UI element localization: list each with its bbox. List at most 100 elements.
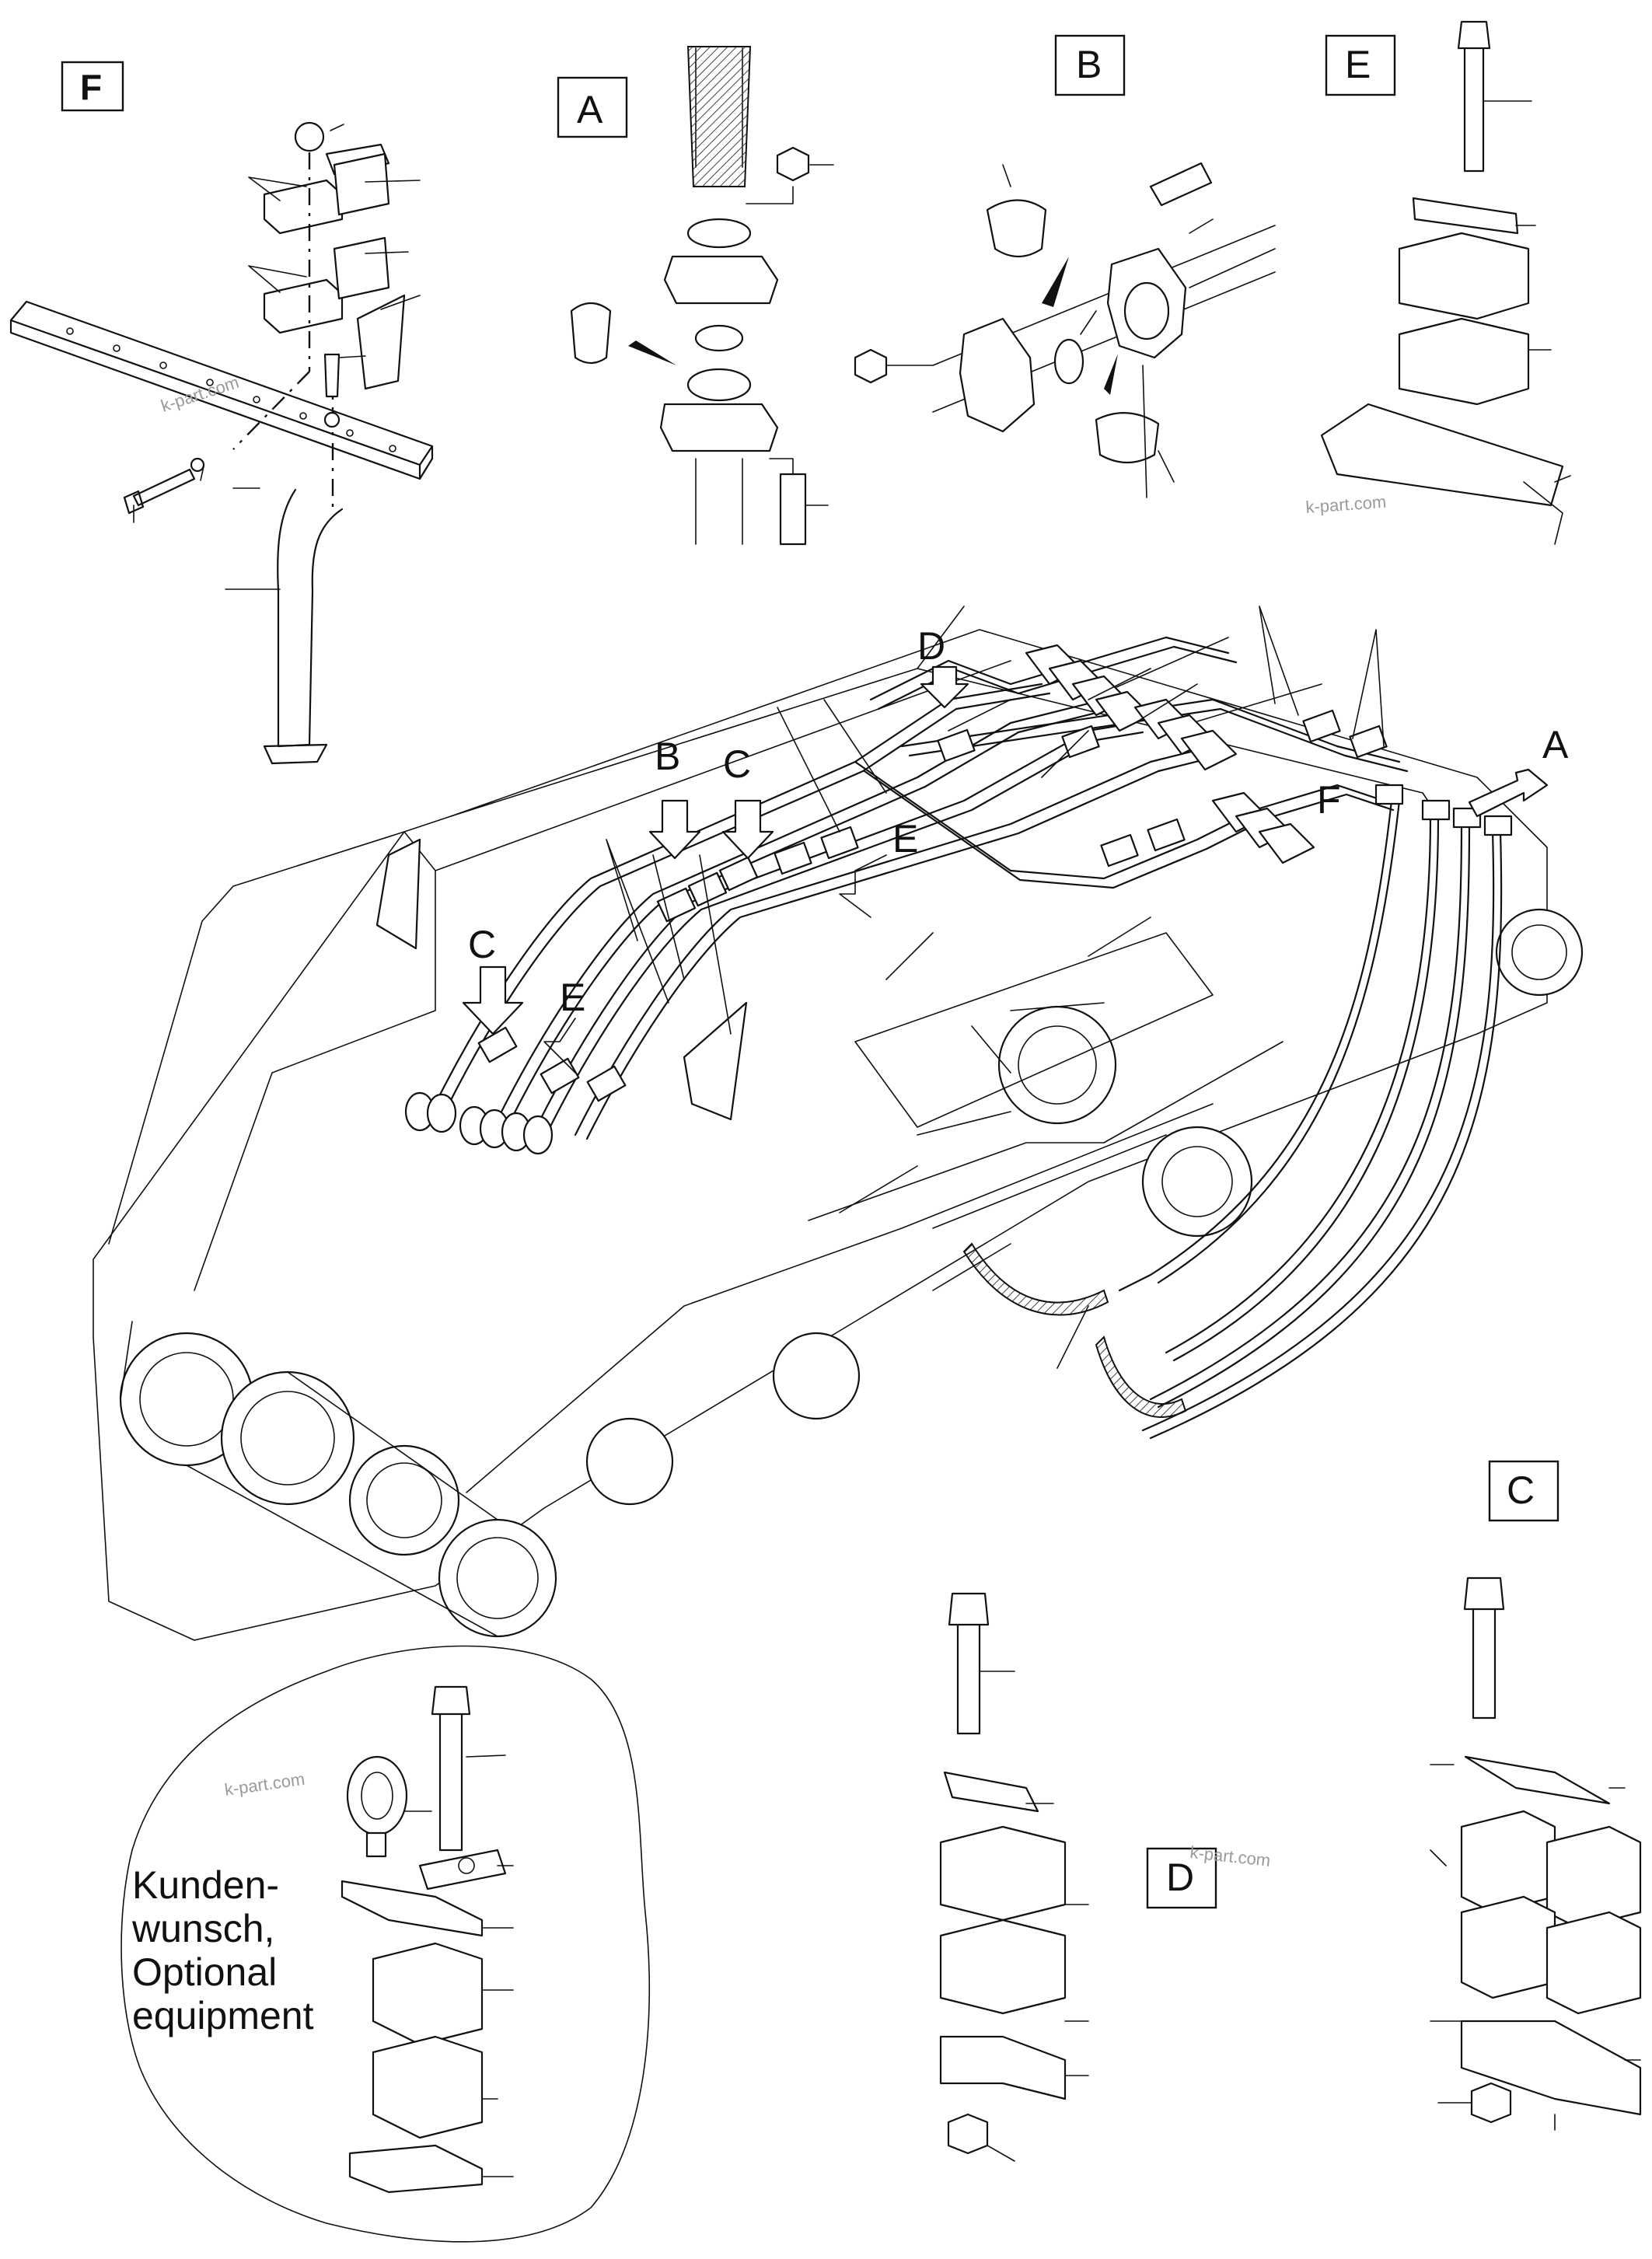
adapter-b-upper bbox=[986, 199, 1047, 257]
leaders-d bbox=[979, 1671, 1089, 2162]
bolt-c bbox=[1463, 1576, 1505, 1720]
leaders-a bbox=[746, 164, 834, 506]
hose-a bbox=[686, 46, 752, 187]
optional-note-line1: Kunden- bbox=[132, 1863, 279, 1907]
callout-d-label: D bbox=[917, 624, 945, 668]
callout-c-left-label: C bbox=[468, 923, 496, 966]
flange-a-lower bbox=[659, 403, 779, 452]
optional-cloud-outline bbox=[120, 1645, 651, 2243]
adapter-a bbox=[570, 302, 612, 365]
callout-f-label: F bbox=[1317, 778, 1341, 822]
detail-b-label-box bbox=[1054, 34, 1126, 96]
rail-holes bbox=[66, 327, 396, 452]
optional-equipment-detail: Kunden- wunsch, Optional equipment k-par… bbox=[120, 1645, 651, 2243]
o-ring-a bbox=[694, 324, 744, 352]
detail-f-label-box bbox=[61, 61, 124, 112]
bolt-d bbox=[948, 1592, 990, 1735]
nut-c bbox=[1470, 2082, 1512, 2124]
optional-base-plate bbox=[348, 2144, 484, 2194]
optional-washer bbox=[418, 1849, 507, 1891]
detail-e-label: E bbox=[1345, 43, 1371, 86]
adapter-b-lower bbox=[1095, 412, 1160, 463]
detail-e: E k-part.com bbox=[1305, 20, 1571, 545]
leaders-f bbox=[133, 124, 421, 590]
lug-center bbox=[683, 1001, 748, 1121]
support-leg bbox=[277, 488, 344, 748]
optional-bolt bbox=[431, 1685, 471, 1852]
clamp-d-upper bbox=[939, 1825, 1067, 1922]
leaders-b bbox=[885, 164, 1214, 498]
clamp-d-lower bbox=[939, 1919, 1067, 2015]
rail-e bbox=[1320, 403, 1564, 507]
leaders-c bbox=[1430, 1764, 1641, 2131]
flange-b-left bbox=[959, 317, 1036, 433]
o-ring-b bbox=[1053, 338, 1084, 385]
optional-clamp-lower bbox=[372, 2035, 484, 2139]
callout-b-label: B bbox=[655, 735, 680, 778]
clamp-c-lower-left bbox=[1460, 1895, 1556, 1999]
clamp-e-lower bbox=[1398, 317, 1530, 406]
detail-d: D k-part.com bbox=[939, 1592, 1271, 2162]
bracket-plate bbox=[356, 294, 406, 390]
optional-note-line2: wunsch, bbox=[131, 1907, 274, 1950]
clamp-half-lower bbox=[263, 278, 344, 334]
callout-e-left-label: E bbox=[560, 976, 585, 1019]
callout-e-mid-label: E bbox=[892, 817, 918, 861]
clamp-e-upper bbox=[1398, 232, 1530, 320]
clamp-c-lower-right bbox=[1545, 1911, 1642, 2015]
callout-e-mid: E bbox=[839, 817, 918, 918]
plate-d-upper bbox=[943, 1771, 1039, 1813]
detail-f-label: F bbox=[80, 67, 102, 107]
optional-clamp-upper bbox=[372, 1942, 484, 2046]
pipe-clamp bbox=[656, 887, 697, 923]
hoses bbox=[962, 784, 1513, 1440]
pipe-bundle bbox=[404, 636, 1409, 1155]
detail-b: B bbox=[854, 34, 1276, 498]
assembly-arrow-b-lower bbox=[1104, 354, 1118, 395]
clamp-c-upper-right bbox=[1545, 1825, 1642, 1929]
detail-b-label: B bbox=[1076, 43, 1102, 86]
watermark-f: k-part.com bbox=[159, 372, 242, 416]
plate-c-lower bbox=[1460, 2020, 1642, 2116]
detail-c: C bbox=[1430, 1460, 1642, 2131]
optional-note-line4: equipment bbox=[132, 1994, 314, 2037]
flange-a-upper bbox=[663, 255, 779, 305]
bracket-d bbox=[939, 2035, 1067, 2100]
boom-assembly: k-part.com D B C E C E A bbox=[93, 372, 1584, 1641]
eye-bolt bbox=[346, 1755, 408, 1836]
callout-b: B bbox=[648, 735, 701, 860]
assembly-arrow-b-upper bbox=[1042, 257, 1069, 307]
nut-a bbox=[776, 146, 810, 182]
callout-d: D bbox=[917, 624, 969, 709]
boom-cylinder bbox=[854, 932, 1214, 1128]
clamp-nut bbox=[294, 121, 325, 152]
clamp-half-upper bbox=[263, 179, 344, 235]
detail-a-label-box bbox=[557, 76, 628, 138]
lug-left bbox=[375, 838, 421, 950]
callout-f: F bbox=[1317, 778, 1341, 822]
bolt-b bbox=[1149, 162, 1213, 207]
watermark-e: k-part.com bbox=[1305, 492, 1387, 517]
detail-c-label-box bbox=[1488, 1460, 1559, 1522]
clamp-plate-lower bbox=[333, 236, 390, 300]
nut-d bbox=[947, 2113, 989, 2155]
callout-a-label: A bbox=[1542, 723, 1569, 766]
angle-rail bbox=[9, 300, 434, 480]
callout-e-left: E bbox=[543, 976, 585, 1074]
leaders-e bbox=[1483, 100, 1571, 483]
bolt-e bbox=[1457, 20, 1491, 173]
bolt-a bbox=[779, 473, 807, 546]
nut-b bbox=[854, 348, 888, 384]
bolt-f-horizontal bbox=[123, 468, 196, 515]
bolt-f-vertical bbox=[323, 353, 341, 398]
detail-a: A bbox=[557, 46, 834, 546]
plate-c-upper bbox=[1464, 1755, 1611, 1805]
clamp-c-upper-left bbox=[1460, 1810, 1556, 1914]
detail-a-label: A bbox=[577, 88, 603, 131]
pivot-bosses bbox=[119, 908, 1584, 1638]
leaders-main bbox=[606, 606, 1385, 1369]
leaders-optional bbox=[403, 1754, 514, 2177]
detail-c-label: C bbox=[1507, 1468, 1535, 1512]
detail-d-label: D bbox=[1166, 1856, 1194, 1899]
